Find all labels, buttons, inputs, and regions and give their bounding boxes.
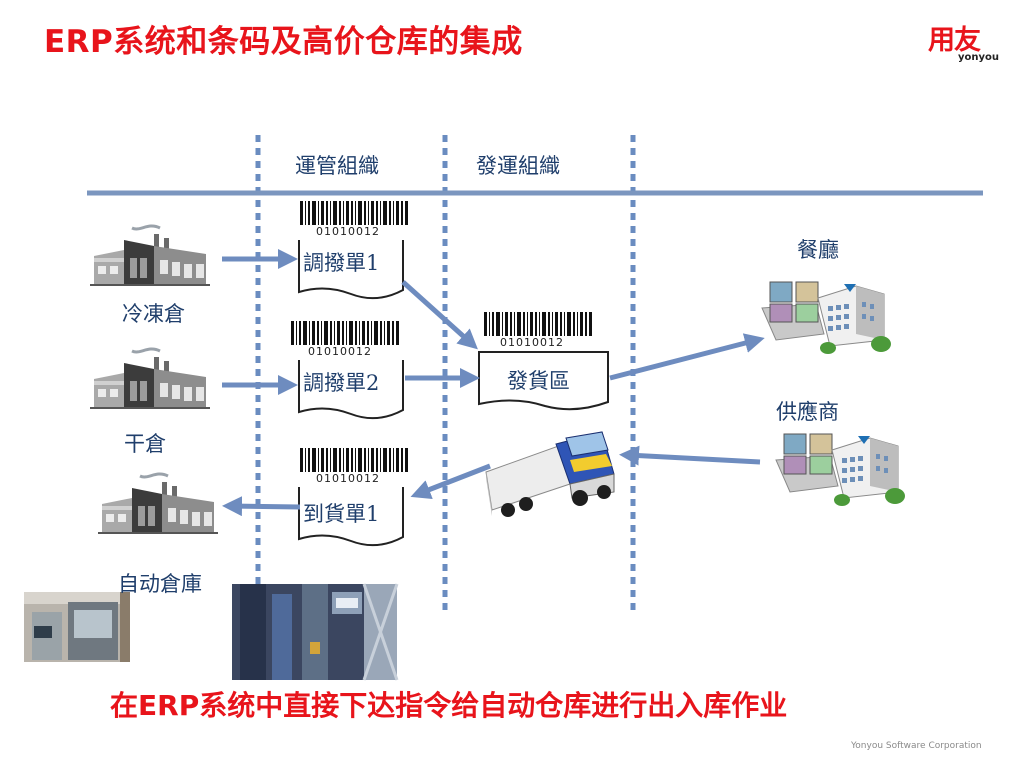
stacker-crane-photo xyxy=(232,583,399,681)
dispatch-area-doc xyxy=(478,351,609,411)
corporation-name: Yonyou Software Corporation xyxy=(851,741,982,751)
yonyou-logo: 用友 xyxy=(928,25,981,56)
supplier-building-icon xyxy=(775,433,906,507)
footer-caption: 在ERP系统中直接下达指令给自动仓库进行出入库作业 xyxy=(110,689,788,722)
truck-icon xyxy=(485,431,615,517)
barcode-icon xyxy=(300,448,408,472)
barcode-icon xyxy=(300,201,408,225)
doc-label-transfer-1: 調撥單1 xyxy=(303,251,380,275)
barcode-number: 01010012 xyxy=(500,336,564,349)
arrow-icon xyxy=(401,280,478,350)
doc-label-arrival-1: 到貨單1 xyxy=(303,502,380,526)
org-label-operations: 運管組織 xyxy=(295,154,379,178)
restaurant-building-icon xyxy=(761,281,892,355)
arrow-icon xyxy=(410,463,491,499)
arrow-icon xyxy=(222,496,301,517)
barcode-number: 01010012 xyxy=(316,472,380,485)
partner-label-restaurant: 餐廳 xyxy=(797,238,839,262)
yonyou-logo-text: yonyou xyxy=(958,52,1000,63)
dispatch-area-label: 發貨區 xyxy=(507,369,570,393)
automated-warehouse-photo xyxy=(24,592,130,662)
doc-label-transfer-2: 調撥單2 xyxy=(303,371,380,395)
arrow-icon xyxy=(619,445,761,466)
page-title: ERP系统和条码及高价仓库的集成 xyxy=(44,24,523,60)
factory-icon xyxy=(96,472,220,535)
partner-label-supplier: 供應商 xyxy=(776,400,839,424)
warehouse-label-automated: 自动倉庫 xyxy=(118,572,202,596)
barcode-icon xyxy=(484,312,592,336)
barcode-icon xyxy=(291,321,399,345)
barcode-number: 01010012 xyxy=(308,345,372,358)
factory-icon xyxy=(88,347,212,410)
arrow-icon xyxy=(609,333,765,381)
barcode-number: 01010012 xyxy=(316,225,380,238)
factory-icon xyxy=(88,224,212,287)
org-label-shipping: 發運組織 xyxy=(476,154,560,178)
warehouse-label-frozen: 冷凍倉 xyxy=(122,302,185,326)
warehouse-label-dry: 干倉 xyxy=(124,432,166,456)
